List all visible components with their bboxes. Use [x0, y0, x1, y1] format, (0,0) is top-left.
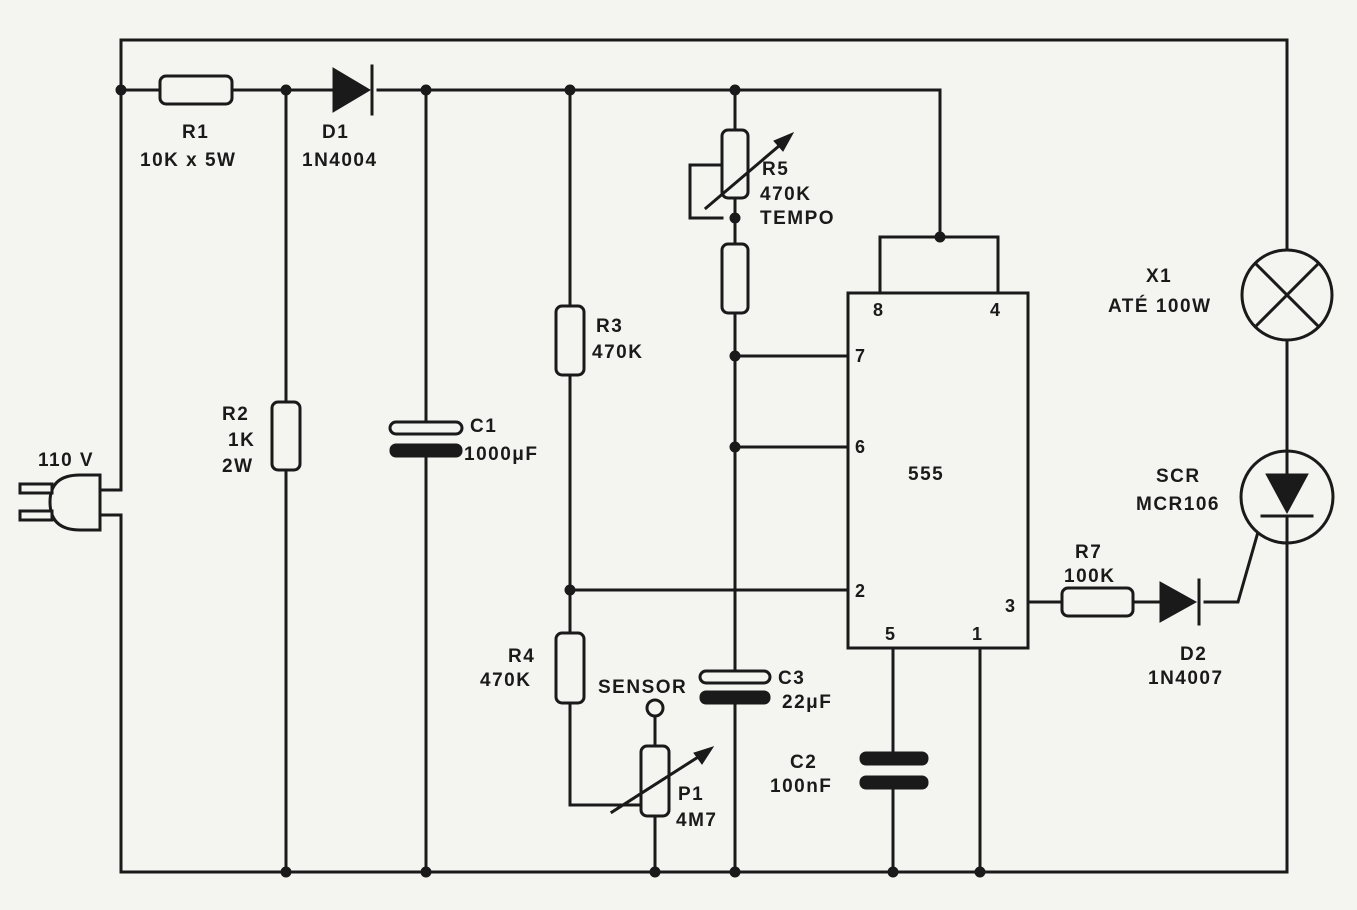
x1-value: ATÉ 100W: [1108, 295, 1212, 317]
r2-value2: 2W: [222, 456, 254, 477]
r4-value: 470K: [480, 670, 531, 691]
p1-value: 4M7: [676, 810, 717, 831]
scr-value: MCR106: [1136, 494, 1220, 515]
r7-name: R7: [1075, 542, 1102, 563]
ic-pin-8: 8: [873, 300, 883, 320]
r1-value: 10K x 5W: [140, 150, 236, 171]
ic-pin-4: 4: [990, 300, 1000, 320]
r5-variable-resistor: [703, 128, 795, 211]
r3-value: 470K: [592, 342, 643, 363]
scr-thyristor: [1239, 449, 1335, 545]
d2-value: 1N4007: [1148, 668, 1224, 689]
r5-note: TEMPO: [760, 208, 835, 229]
ic-555: [846, 291, 1030, 650]
r7-value: 100K: [1064, 566, 1115, 587]
r1-name: R1: [182, 122, 209, 143]
c1-capacitor: [388, 420, 464, 458]
r4-name: R4: [508, 646, 535, 667]
power-plug-icon: [18, 473, 102, 532]
c1-name: C1: [470, 416, 497, 437]
r3-name: R3: [596, 316, 623, 337]
r5-value: 470K: [760, 184, 811, 205]
lamp-icon: [1240, 248, 1334, 342]
d1-value: 1N4004: [302, 150, 378, 171]
r2-name: R2: [222, 404, 249, 425]
c3-name: C3: [778, 668, 805, 689]
d1-name: D1: [322, 122, 349, 143]
r2-value: 1K: [228, 430, 255, 451]
r5-name: R5: [762, 159, 789, 180]
junctions: [115, 84, 986, 878]
r3-resistor: [554, 304, 586, 377]
c2-name: C2: [790, 752, 817, 773]
r7-resistor: [1060, 586, 1135, 618]
r6-resistor: [720, 242, 750, 315]
sensor-terminal-icon: [645, 698, 665, 718]
c1-value: 1000μF: [464, 444, 539, 465]
r4-resistor: [554, 631, 586, 705]
p1-potentiometer: [609, 744, 715, 818]
supply-label: 110 V: [38, 450, 94, 471]
ic-pin-1: 1: [972, 624, 982, 644]
ic-pin-7: 7: [855, 346, 865, 366]
r1-resistor: [158, 74, 234, 106]
c2-value: 100nF: [770, 776, 832, 797]
ic-pin-5: 5: [885, 624, 895, 644]
d2-name: D2: [1180, 644, 1207, 665]
c3-value: 22μF: [782, 692, 832, 713]
scr-name: SCR: [1156, 466, 1201, 487]
ic-pin-2: 2: [855, 581, 865, 601]
ic-pin-3: 3: [1005, 596, 1015, 616]
c2-capacitor: [859, 751, 929, 790]
r2-resistor: [270, 400, 302, 472]
wires: [98, 38, 1289, 874]
d1-diode: [332, 64, 374, 116]
p1-name: P1: [678, 784, 704, 805]
c3-capacitor: [698, 669, 772, 705]
x1-name: X1: [1146, 266, 1172, 287]
d2-diode: [1159, 578, 1201, 626]
ic-name: 555: [908, 464, 944, 485]
sensor-label: SENSOR: [598, 677, 687, 698]
ic-pin-6: 6: [855, 437, 865, 457]
